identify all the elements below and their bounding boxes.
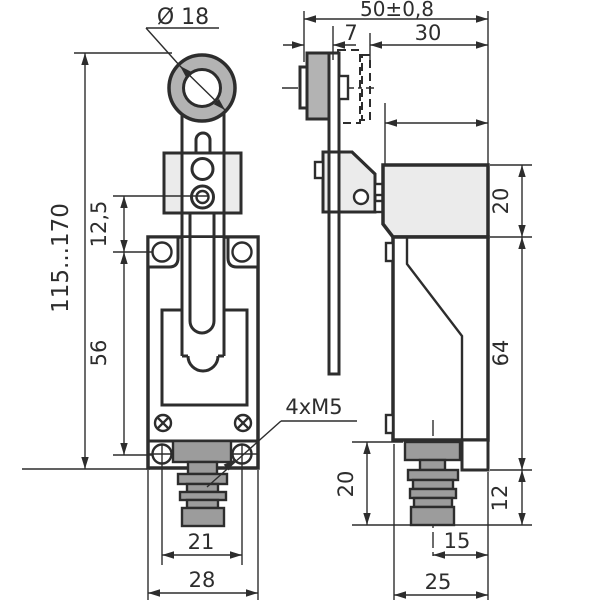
dim-label-pivot-to-holes: 12,5 [87,201,111,248]
dim-label-head-height: 20 [489,188,513,215]
leader-line [206,420,282,488]
leader-arrowhead [223,459,236,471]
leader-line [145,27,181,67]
side-front-tab-lower [384,413,395,435]
front-head-outline [162,151,243,215]
dim-roller-width: 7 [283,21,358,60]
side-roller-alt-position [337,49,361,124]
dim-label-body-depth: 25 [425,570,452,594]
side-roller [305,51,331,121]
dim-head-depth: 30 [369,21,488,164]
dim-overall-width: 50±0,8 [303,0,489,164]
dim-label-overall-width: 50±0,8 [360,0,434,21]
dim-label-head-depth: 30 [415,21,442,45]
dim-pivot-to-holes: 12,5 [87,195,208,253]
dim-gland-to-back: 15 [433,472,489,600]
side-head-block [381,163,490,239]
dim-label-hole-pitch: 21 [188,530,215,554]
front-bowl-arc [186,355,220,373]
front-pivot-inner [195,189,210,205]
dim-label-body-width: 28 [189,568,216,592]
front-ear-hole-left [151,241,173,263]
diameter-arrow [179,65,226,111]
dim-label-gland-to-back: 15 [444,529,471,553]
dim-roller-diameter: Ø 18 [145,5,226,111]
side-view [282,49,490,560]
front-ear-hole-right [231,241,253,263]
front-head-upper-hole [190,157,215,181]
front-lever-slot-arch [194,131,212,154]
dim-hole-spacing: 56 [87,252,152,456]
dim-label-body-height: 64 [489,340,513,367]
dim-body-height: 64 [489,237,532,471]
dim-label-gland-length: 20 [334,471,358,498]
dim-height-range: 115...170 [22,52,172,470]
side-lever-boss [337,74,350,101]
dim-body-width: 28 [147,470,259,600]
side-body [391,235,490,442]
dim-label-roller-diameter: Ø 18 [157,5,209,30]
side-cable-gland [403,440,462,527]
dim-head-height: 20 [489,164,532,238]
dim-label-thread-callout: 4xM5 [285,395,342,419]
dim-label-height-range: 115...170 [48,203,74,313]
dim-hole-pitch: 21 [148,444,258,565]
dim-label-hole-spacing: 56 [87,340,111,367]
side-body-inner-profile [405,237,464,440]
dim-label-roller-width: 7 [344,21,357,45]
side-mount-tab-left [313,160,325,180]
dim-gland-length: 20 [334,441,411,526]
front-screw-right [233,413,253,433]
front-screw-left [153,413,173,433]
side-head-mount-screw [352,188,370,206]
callout-thread: 4xM5 [206,395,357,488]
front-slot-bottom-cap [188,320,216,335]
dim-foot-height: 12 [454,470,532,526]
side-front-tab-upper [384,241,395,263]
front-cable-gland [171,439,233,528]
dim-body-depth: 25 [393,444,488,600]
side-foot [460,438,490,472]
dim-label-foot-height: 12 [488,485,512,512]
